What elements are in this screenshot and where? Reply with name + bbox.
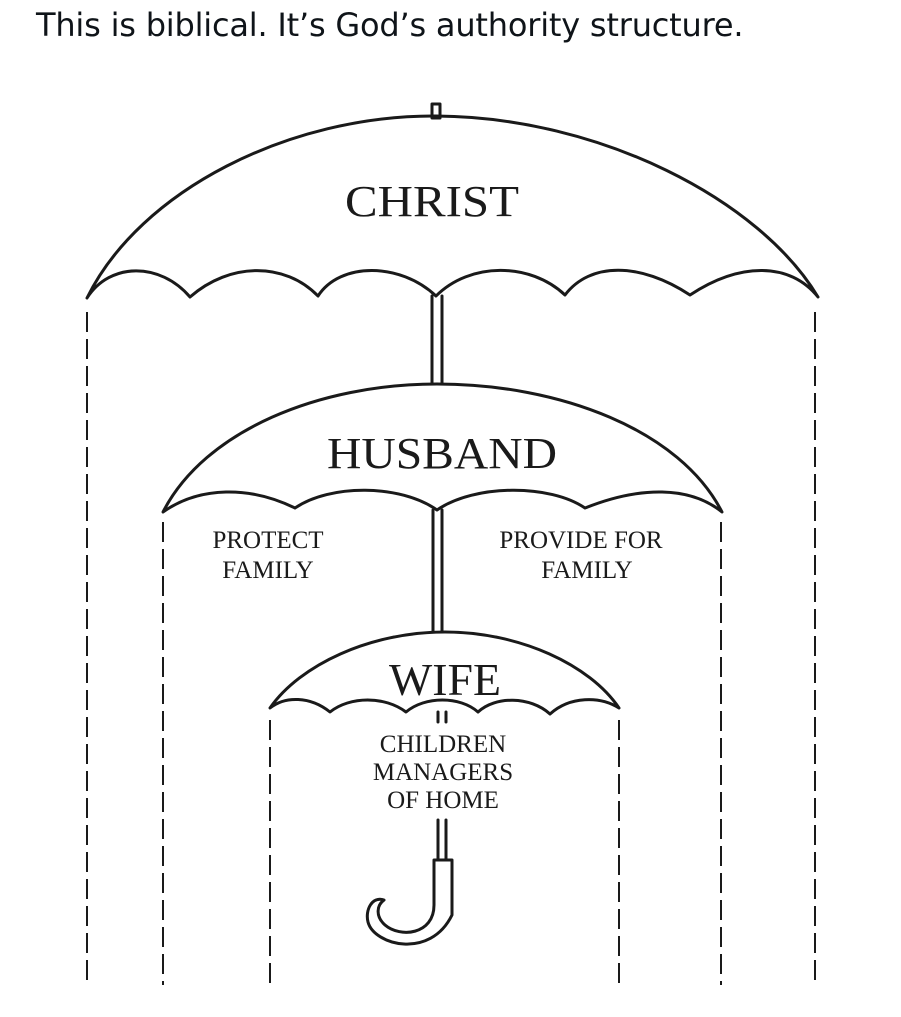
children-role-line-2: MANAGERS [373,759,513,786]
wife-umbrella: WIFE CHILDREN MANAGERS OF HOME [268,630,621,946]
children-role-line-1: CHILDREN [380,731,506,758]
post-caption: This is biblical. It’s God’s authority s… [36,6,744,44]
husband-umbrella: HUSBAND PROTECT FAMILY PROVIDE FOR FAMIL… [161,382,724,634]
christ-umbrella-tip [430,102,442,120]
husband-umbrella-canopy [161,382,724,514]
coverage-guides [86,312,816,985]
protect-role-line-2: FAMILY [222,557,313,584]
wife-umbrella-canopy [268,630,621,716]
protect-role-line-1: PROTECT [212,527,323,554]
wife-label: WIFE [389,654,501,705]
provide-role-line-2: FAMILY [541,557,632,584]
christ-label: CHRIST [345,177,519,226]
children-role-line-3: OF HOME [387,787,499,814]
christ-umbrella-canopy [85,114,820,300]
husband-label: HUSBAND [327,429,557,478]
christ-umbrella: CHRIST [85,102,820,385]
provide-role-line-1: PROVIDE FOR [499,527,663,554]
umbrella-handle [365,858,454,946]
